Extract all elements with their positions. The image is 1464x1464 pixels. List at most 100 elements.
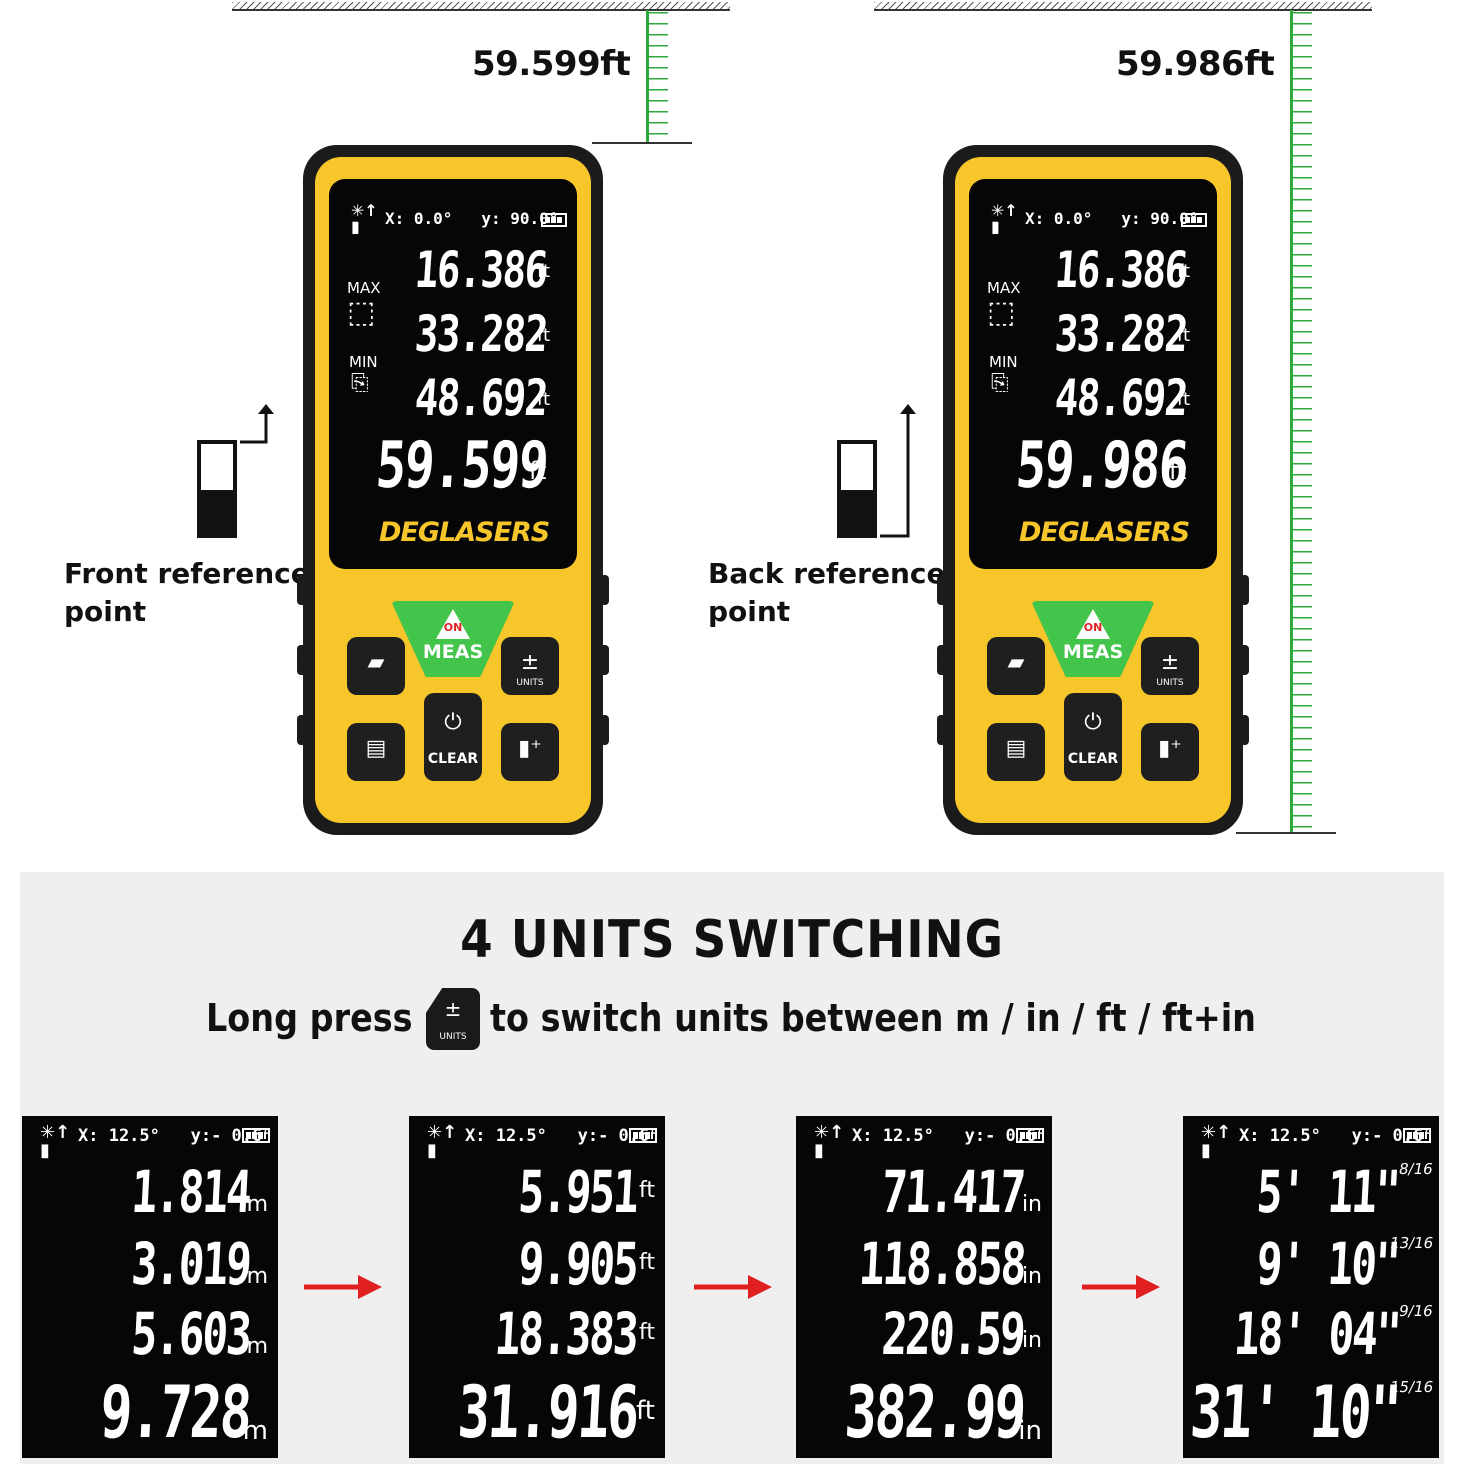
clear-power-button[interactable]: ⏻ CLEAR [1064, 693, 1122, 781]
value-4: 9.728 [98, 1370, 253, 1454]
save-icon: ▤ [365, 736, 387, 761]
meas-label: MEAS [1062, 641, 1124, 663]
unit-2: ft [537, 325, 551, 346]
brand-logo: DEGLASERS [379, 517, 550, 548]
arrow-right-icon [1082, 1275, 1160, 1299]
front-reference-label: Front reference point [64, 555, 310, 631]
unit-1: m [246, 1192, 268, 1217]
front-reference-icon [196, 404, 286, 540]
laser-beam-right [1290, 10, 1293, 832]
unit-1: ft [1177, 261, 1191, 282]
save-icon: ⎘ [991, 371, 1009, 396]
lcd-inches: ✳↑▮ X: 12.5° y:- 0.6° 71.417 118.858 220… [796, 1116, 1052, 1458]
save-icon: ▤ [1005, 736, 1027, 761]
value-3: 5.603 [130, 1300, 252, 1368]
fraction-2: 13/16 [1388, 1234, 1435, 1252]
reading-main: 59.599 [373, 429, 550, 503]
value-1: 5' 11" [1255, 1158, 1401, 1226]
reading-main: 59.986 [1013, 429, 1190, 503]
ceiling-right [874, 2, 1372, 11]
reading-1: 16.386 [413, 241, 549, 299]
clear-power-button[interactable]: ⏻ CLEAR [424, 693, 482, 781]
cube-icon: ▰ [367, 650, 385, 675]
unit-4: ft [636, 1396, 655, 1426]
battery-icon [629, 1128, 657, 1143]
ceiling-left [232, 2, 730, 11]
lcd-feet: ✳↑▮ X: 12.5° y:- 0.6° 5.951 9.905 18.383… [409, 1116, 665, 1458]
units-title: 4 UNITS SWITCHING [460, 910, 1004, 970]
value-3: 18' 04" [1231, 1300, 1401, 1368]
value-1: 1.814 [130, 1158, 252, 1226]
value-4: 382.99 [842, 1370, 1027, 1454]
reading-3: 48.692 [413, 369, 549, 427]
plus-minus-icon: ± [1160, 650, 1180, 675]
save-icon: ⎘ [351, 371, 369, 396]
fraction-3: 9/16 [1397, 1302, 1435, 1320]
reference-button[interactable]: ▮⁺ [501, 723, 559, 781]
unit-3: m [246, 1334, 268, 1359]
unit-4: m [242, 1416, 268, 1446]
lcd-meters: ✳↑▮ X: 12.5° y:- 0.6° 1.814 3.019 5.603 … [22, 1116, 278, 1458]
laser-icon: ✳↑▮ [40, 1122, 71, 1161]
area-volume-button[interactable]: ▰ [347, 637, 405, 695]
laser-icon: ✳↑▮ [991, 201, 1018, 236]
back-reference-line1: Back reference [708, 557, 946, 590]
battery-icon [541, 213, 567, 227]
unit-1: ft [537, 261, 551, 282]
arrow-right-icon [304, 1275, 382, 1299]
volume-icon: ⬚ [987, 295, 1016, 330]
plus-minus-icon: ± [444, 997, 462, 1021]
unit-3: ft [639, 1320, 655, 1345]
fraction-4: 15/16 [1388, 1378, 1435, 1396]
value-2: 3.019 [130, 1230, 252, 1298]
value-3: 220.59 [880, 1300, 1026, 1368]
angle-readout: X: 0.0° y: 90.0° [385, 209, 559, 228]
angle-readout: X: 0.0° y: 90.0° [1025, 209, 1199, 228]
unit-main: ft [1169, 457, 1187, 485]
reference-button[interactable]: ▮⁺ [1141, 723, 1199, 781]
value-4: 31' 10" [1187, 1370, 1402, 1454]
unit-4: in [1018, 1416, 1042, 1446]
laser-meter-front: ✳↑▮ X: 0.0° y: 90.0° MAX ⬚ MIN ⎘ 16.386 … [297, 145, 609, 835]
unit-1: ft [639, 1178, 655, 1203]
power-icon: ⏻ [444, 710, 462, 735]
distance-label-right: 59.986ft [1116, 44, 1275, 84]
battery-icon [1016, 1128, 1044, 1143]
laser-ruler-ticks-right [1292, 12, 1312, 830]
laser-meter-back: ✳↑▮ X: 0.0° y: 90.0° MAX ⬚ MIN ⎘ 16.386 … [937, 145, 1249, 835]
reading-2: 33.282 [1053, 305, 1189, 363]
value-4: 31.916 [455, 1370, 640, 1454]
area-volume-button[interactable]: ▰ [987, 637, 1045, 695]
units-instruction-after: to switch units between m / in / ft / ft… [490, 996, 1256, 1040]
unit-3: in [1021, 1328, 1042, 1353]
laser-icon: ✳↑▮ [351, 201, 378, 236]
min-label: MIN [349, 353, 378, 371]
memory-button[interactable]: ▤ [347, 723, 405, 781]
value-2: 9.905 [517, 1230, 639, 1298]
front-reference-line1: Front reference [64, 557, 310, 590]
unit-2: m [246, 1264, 268, 1289]
device-screen: ✳↑▮ X: 0.0° y: 90.0° MAX ⬚ MIN ⎘ 16.386 … [969, 179, 1217, 569]
arrow-right-icon [694, 1275, 772, 1299]
unit-3: ft [1177, 389, 1191, 410]
device-screen: ✳↑▮ X: 0.0° y: 90.0° MAX ⬚ MIN ⎘ 16.386 … [329, 179, 577, 569]
units-button[interactable]: ± UNITS [501, 637, 559, 695]
max-label: MAX [987, 279, 1021, 297]
back-reference-label: Back reference point [708, 555, 946, 631]
reading-1: 16.386 [1053, 241, 1189, 299]
value-1: 71.417 [880, 1158, 1026, 1226]
units-instruction-before: Long press [206, 996, 413, 1040]
plus-minus-icon: ± [520, 650, 540, 675]
meas-label: MEAS [422, 641, 484, 663]
unit-2: ft [639, 1250, 655, 1275]
value-2: 118.858 [856, 1230, 1026, 1298]
reference-line-left [592, 142, 692, 144]
brand-logo: DEGLASERS [1019, 517, 1190, 548]
units-button[interactable]: ± UNITS [1141, 637, 1199, 695]
memory-button[interactable]: ▤ [987, 723, 1045, 781]
battery-icon [1403, 1128, 1431, 1143]
reference-icon: ▮⁺ [1158, 736, 1182, 761]
value-1: 5.951 [517, 1158, 639, 1226]
volume-icon: ⬚ [347, 295, 376, 330]
unit-2: ft [1177, 325, 1191, 346]
